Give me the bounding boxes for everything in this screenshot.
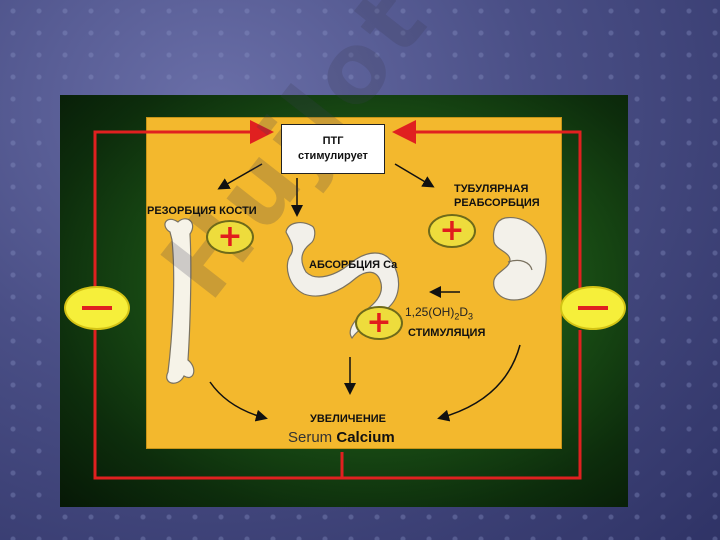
minus-badge-left (64, 286, 130, 330)
vitamin-d-sub1: 2 (454, 311, 460, 322)
ptg-label: ПТГ (322, 135, 344, 147)
bone-icon (164, 218, 195, 384)
kidney-icon (492, 217, 547, 301)
serum-word: Serum (288, 429, 333, 446)
minus-badge-right (560, 286, 626, 330)
ptg-box: ПТГ стимулирует (281, 124, 385, 174)
vitamin-d-mid: D (459, 305, 469, 319)
minus-sign-right (578, 306, 608, 310)
plus-badge-vitamin: + (355, 306, 403, 340)
plus-badge-bone: + (206, 220, 254, 254)
plus-badge-kidney: + (428, 214, 476, 248)
bone-resorption-label: РЕЗОРБЦИЯ КОСТИ (147, 205, 257, 217)
minus-sign-left (82, 306, 112, 310)
increase-label: УВЕЛИЧЕНИЕ (310, 413, 387, 425)
vitamin-d-label: 1,25(OH)2D3 (405, 305, 473, 321)
vitamin-d-prefix: 1,25(OH) (405, 305, 455, 319)
vitamin-d-sub2: 3 (468, 311, 474, 322)
feedback-loop-lines (93, 120, 582, 480)
tubular-label-line2: РЕАБСОРБЦИЯ (454, 197, 540, 209)
calcium-word: Calcium (336, 429, 395, 446)
tubular-label-line1: ТУБУЛЯРНАЯ (454, 183, 529, 195)
ptg-stimulates-label: стимулирует (298, 150, 368, 162)
absorption-label: АБСОРБЦИЯ Са (309, 259, 398, 271)
pathway-arrows (209, 163, 521, 422)
serum-calcium-label: Serum Calcium (288, 429, 395, 446)
stimulation-label: СТИМУЛЯЦИЯ (408, 327, 486, 339)
